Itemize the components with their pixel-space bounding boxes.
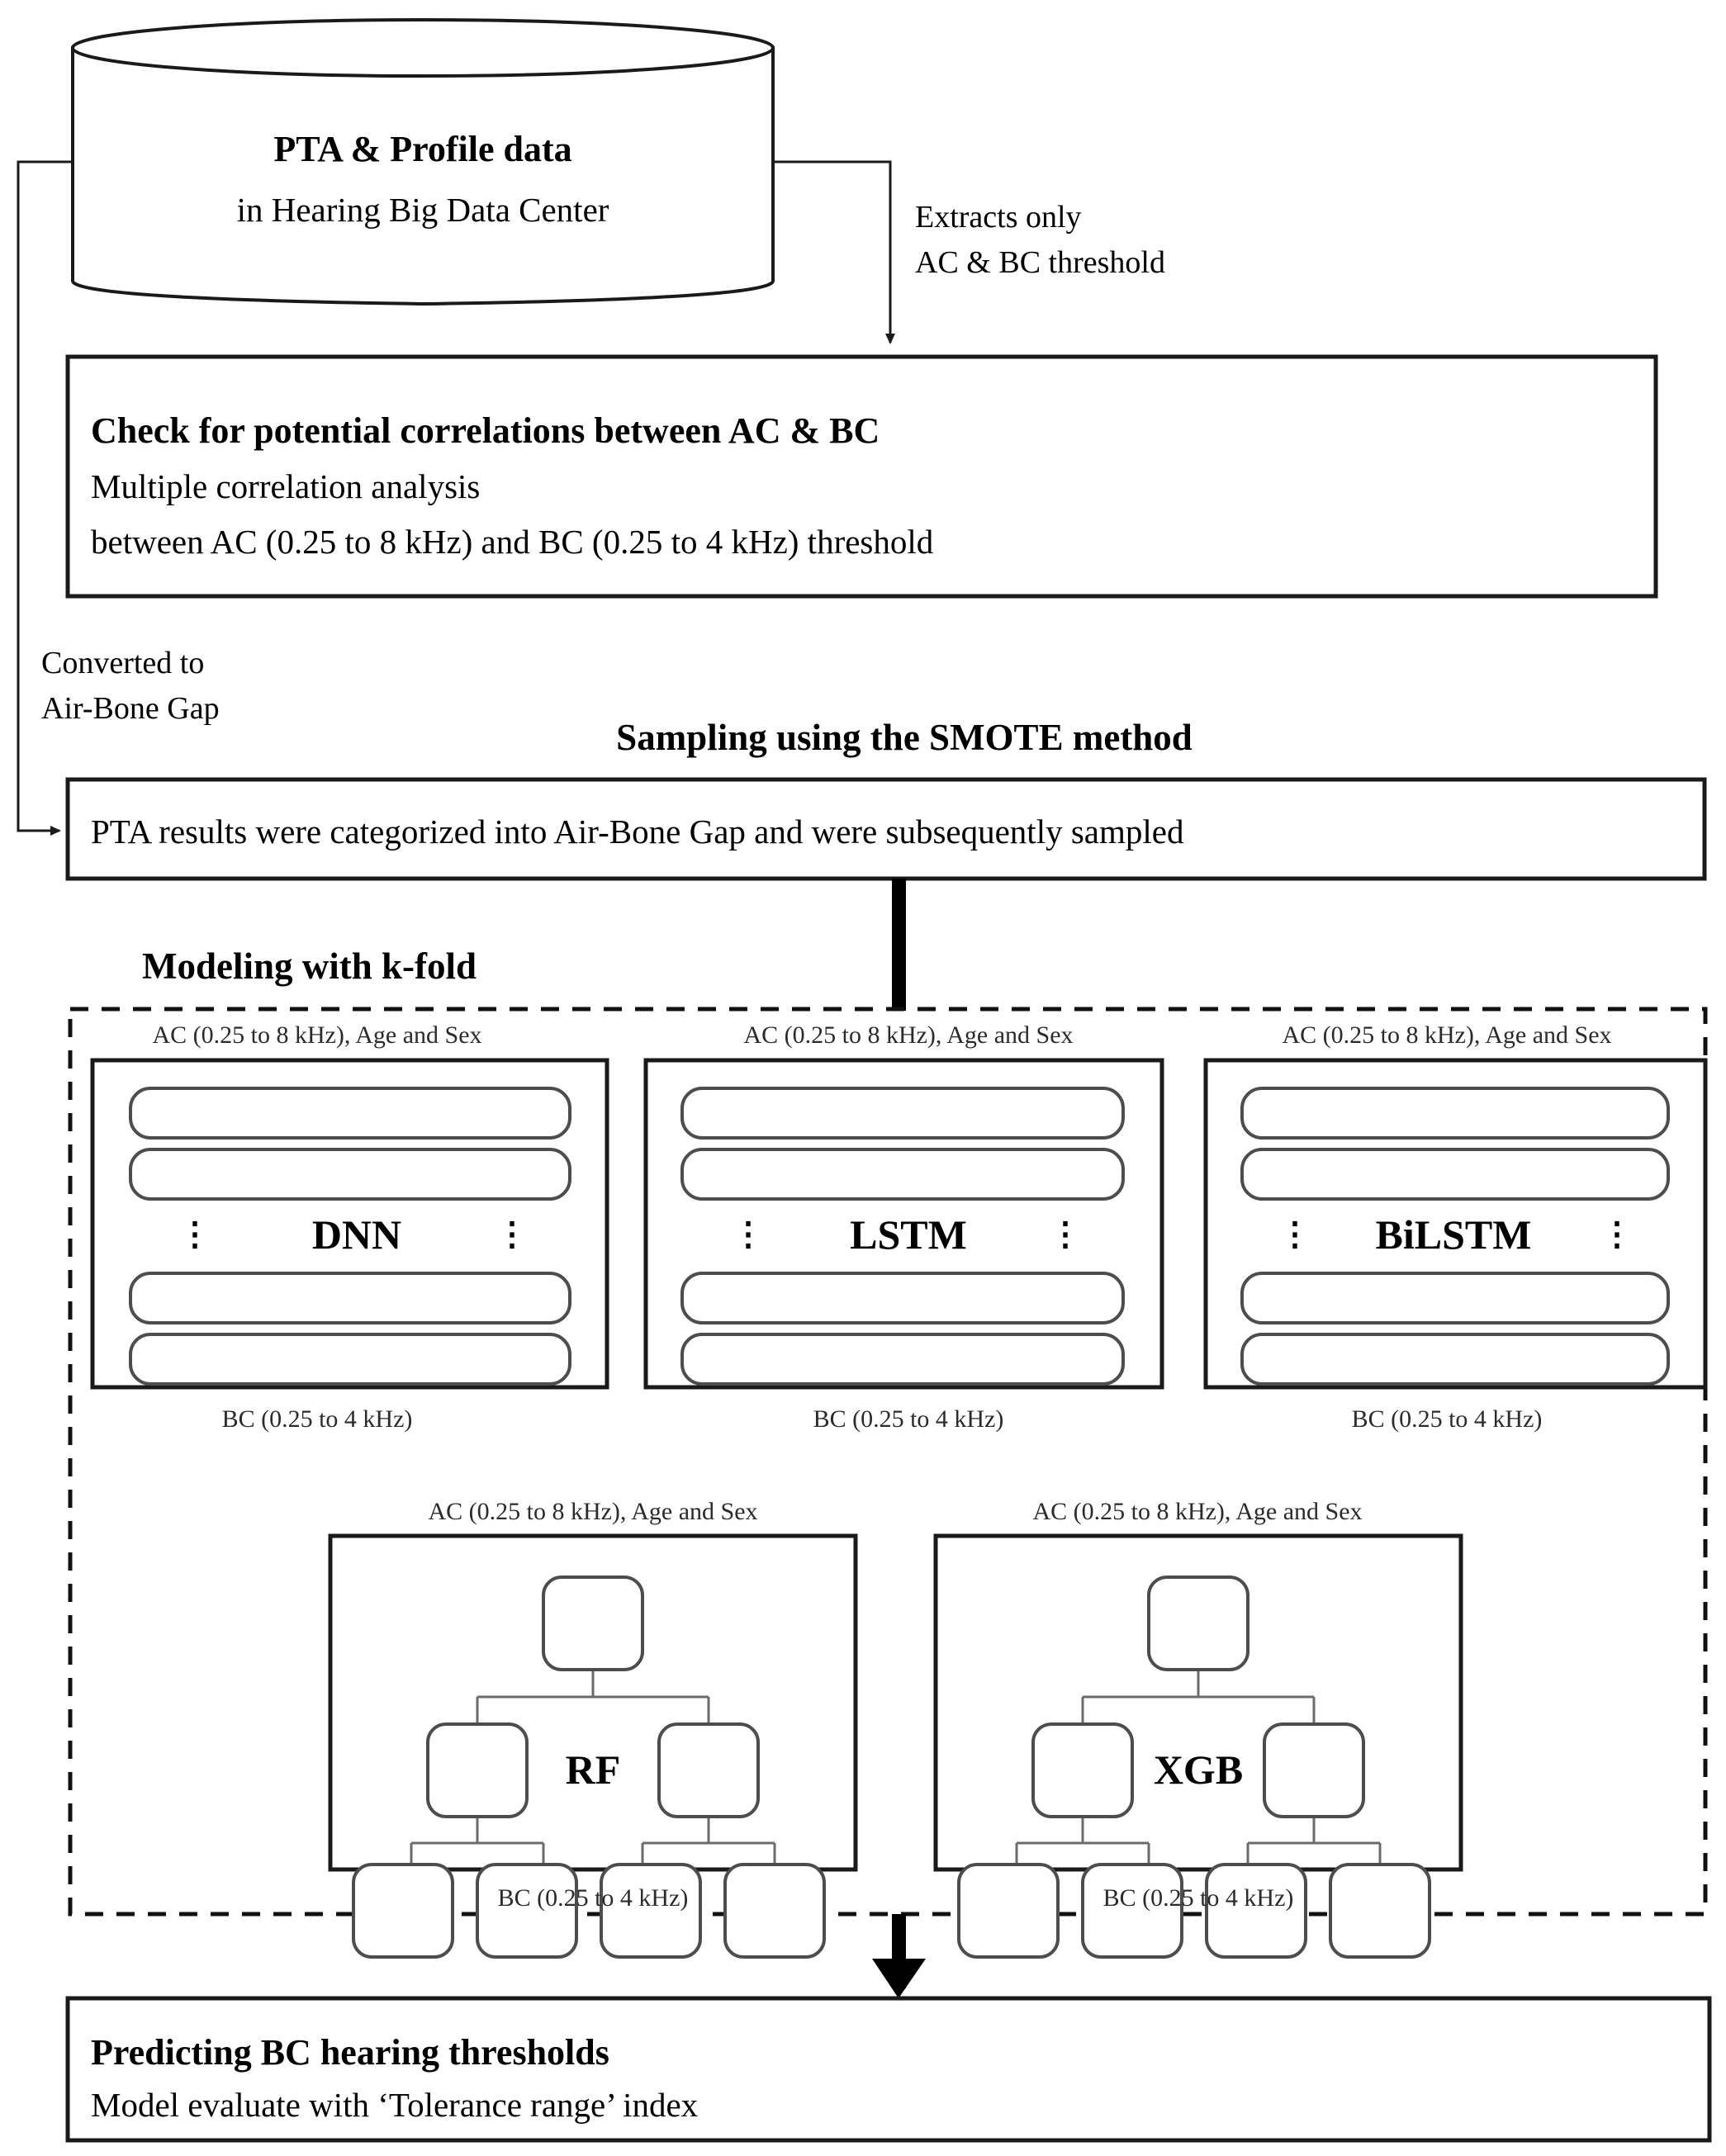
xgb-node-leaf-2 xyxy=(1081,1863,1183,1959)
xgb-node-root xyxy=(1147,1576,1249,1671)
datastore-subtitle: in Hearing Big Data Center xyxy=(237,191,609,229)
rf-input-label: AC (0.25 to 8 kHz), Age and Sex xyxy=(428,1498,757,1525)
xgb-link-branchR-to-leaves xyxy=(1246,1813,1382,1868)
rf-node-branch-left xyxy=(426,1722,529,1818)
xgb-node-branch-right xyxy=(1263,1722,1365,1818)
lstm-output-label: BC (0.25 to 4 kHz) xyxy=(813,1405,1004,1433)
bilstm-input-label: AC (0.25 to 8 kHz), Age and Sex xyxy=(1282,1021,1611,1049)
datastore-title: PTA & Profile data xyxy=(273,129,571,169)
edge-converted-arrow xyxy=(17,160,73,836)
dnn-layer-1 xyxy=(129,1087,571,1140)
modeling-to-prediction-arrow xyxy=(872,1914,926,1998)
bilstm-layer-1 xyxy=(1240,1087,1670,1140)
datastore-cylinder xyxy=(71,18,775,306)
correlation-box xyxy=(65,354,1658,599)
dnn-input-label: AC (0.25 to 8 kHz), Age and Sex xyxy=(152,1021,481,1049)
rf-node-leaf-2 xyxy=(476,1863,578,1959)
xgb-output-label: BC (0.25 to 4 kHz) xyxy=(1103,1884,1294,1912)
dnn-layer-4 xyxy=(129,1333,571,1386)
prediction-box xyxy=(65,1996,1712,2143)
lstm-ellipsis-left: ⋮ xyxy=(732,1215,765,1253)
rf-output-label: BC (0.25 to 4 kHz) xyxy=(498,1884,689,1912)
lstm-input-label: AC (0.25 to 8 kHz), Age and Sex xyxy=(743,1021,1073,1049)
xgb-link-root-to-branch xyxy=(1081,1668,1316,1726)
lstm-layer-1 xyxy=(680,1087,1125,1140)
rf-node-branch-right xyxy=(657,1722,760,1818)
correlation-box-line1: Multiple correlation analysis xyxy=(91,467,480,505)
rf-link-branchR-to-leaves xyxy=(641,1813,776,1868)
rf-node-root xyxy=(542,1576,644,1671)
xgb-link-branchL-to-leaves xyxy=(1015,1813,1150,1868)
rf-node-leaf-1 xyxy=(352,1863,454,1959)
dnn-layer-2 xyxy=(129,1148,571,1201)
smote-section-title: Sampling using the SMOTE method xyxy=(616,717,1193,758)
xgb-node-leaf-4 xyxy=(1329,1863,1431,1959)
dnn-layer-3 xyxy=(129,1272,571,1324)
correlation-box-heading: Check for potential correlations between… xyxy=(91,410,880,451)
modeling-dashed-container xyxy=(68,1007,1708,1917)
lstm-layer-3 xyxy=(680,1272,1125,1324)
bilstm-ellipsis-right: ⋮ xyxy=(1600,1215,1634,1253)
xgb-input-label: AC (0.25 to 8 kHz), Age and Sex xyxy=(1032,1498,1362,1525)
smote-box xyxy=(65,777,1707,881)
dnn-model-name: DNN xyxy=(312,1211,401,1258)
dnn-ellipsis-right: ⋮ xyxy=(496,1215,529,1253)
model-card-rf: AC (0.25 to 8 kHz), Age and Sex RF BC (0… xyxy=(328,1498,858,1959)
model-card-bilstm: AC (0.25 to 8 kHz), Age and Sex ⋮ BiLSTM… xyxy=(1203,1021,1708,1433)
lstm-layer-2 xyxy=(680,1148,1125,1201)
edge-converted-label-line2: Air-Bone Gap xyxy=(41,691,220,726)
xgb-node-branch-left xyxy=(1031,1722,1134,1818)
rf-link-branchL-to-leaves xyxy=(410,1813,545,1868)
bilstm-layer-3 xyxy=(1240,1272,1670,1324)
rf-link-root-to-branch xyxy=(476,1668,710,1726)
rf-model-name: RF xyxy=(566,1746,621,1793)
xgb-box xyxy=(933,1533,1463,1872)
lstm-ellipsis-right: ⋮ xyxy=(1049,1215,1082,1253)
lstm-layer-4 xyxy=(680,1333,1125,1386)
dnn-output-label: BC (0.25 to 4 kHz) xyxy=(222,1405,413,1433)
smote-box-text: PTA results were categorized into Air-Bo… xyxy=(91,813,1183,851)
model-card-lstm: AC (0.25 to 8 kHz), Age and Sex ⋮ LSTM ⋮… xyxy=(643,1021,1164,1433)
xgb-model-name: XGB xyxy=(1154,1746,1243,1793)
rf-node-leaf-3 xyxy=(600,1863,702,1959)
lstm-model-name: LSTM xyxy=(850,1211,967,1258)
bilstm-output-label: BC (0.25 to 4 kHz) xyxy=(1352,1405,1543,1433)
correlation-box-line2: between AC (0.25 to 8 kHz) and BC (0.25 … xyxy=(91,523,933,561)
xgb-node-leaf-3 xyxy=(1205,1863,1307,1959)
prediction-box-line1: Model evaluate with ‘Tolerance range’ in… xyxy=(91,2086,698,2124)
edge-converted-label-line1: Converted to xyxy=(41,646,204,680)
model-card-xgb: AC (0.25 to 8 kHz), Age and Sex XGB BC (… xyxy=(933,1498,1463,1959)
dnn-ellipsis-left: ⋮ xyxy=(178,1215,211,1253)
rf-node-leaf-4 xyxy=(723,1863,826,1959)
bilstm-layer-2 xyxy=(1240,1148,1670,1201)
bilstm-model-name: BiLSTM xyxy=(1376,1211,1532,1258)
bilstm-layer-4 xyxy=(1240,1333,1670,1386)
prediction-box-heading: Predicting BC hearing thresholds xyxy=(91,2032,609,2073)
model-card-dnn: AC (0.25 to 8 kHz), Age and Sex ⋮ DNN ⋮ … xyxy=(90,1021,609,1433)
xgb-node-leaf-1 xyxy=(957,1863,1060,1959)
edge-extract-arrow xyxy=(773,160,895,344)
smote-to-modeling-connector xyxy=(892,879,906,1011)
edge-extract-label-line2: AC & BC threshold xyxy=(915,245,1165,280)
edge-extract-label-line1: Extracts only xyxy=(915,200,1082,235)
bilstm-ellipsis-left: ⋮ xyxy=(1278,1215,1311,1253)
modeling-section-title: Modeling with k-fold xyxy=(142,945,477,987)
